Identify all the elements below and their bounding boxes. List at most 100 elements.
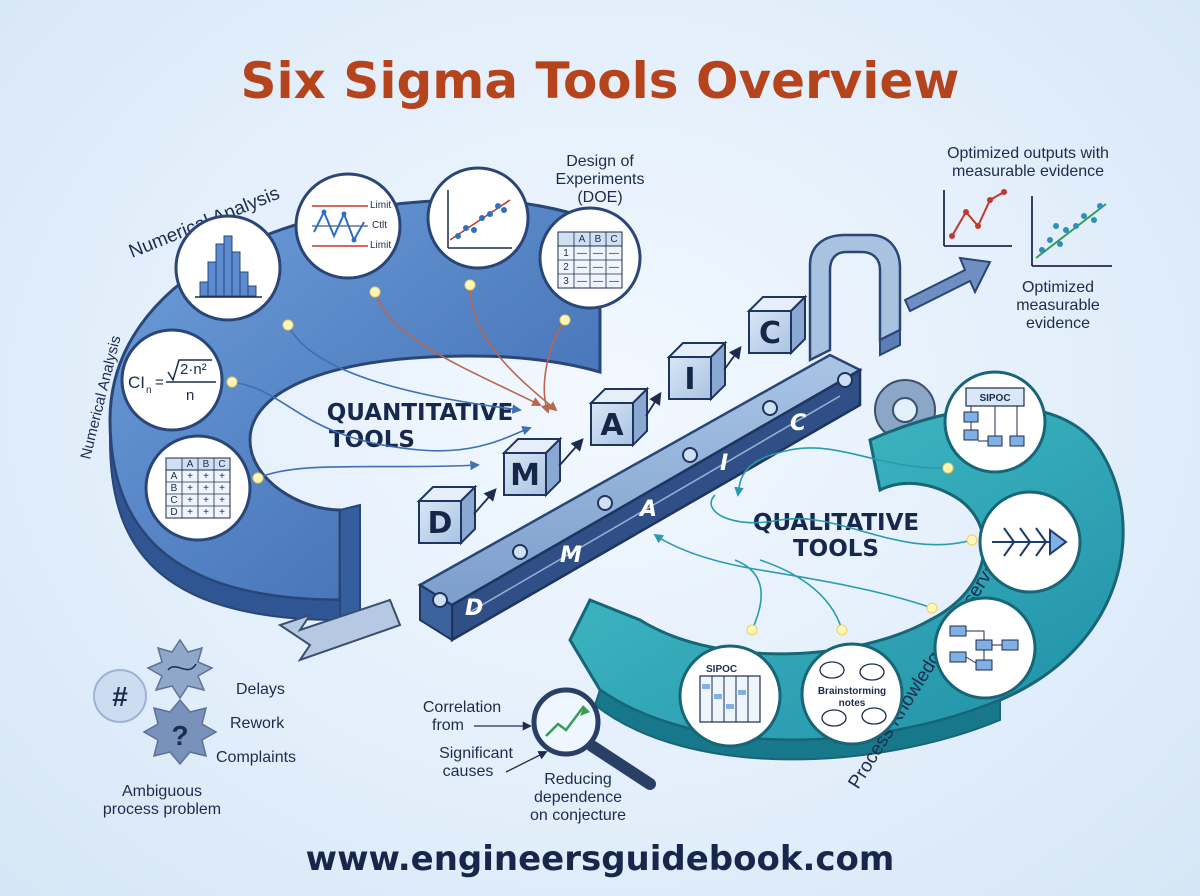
control-chart-tool: Limit Ctlt Limit <box>294 172 402 280</box>
doe-header: A <box>579 234 586 245</box>
problem-complaints: Complaints <box>216 749 296 766</box>
magnifier-left2-line1: Significant <box>439 745 513 762</box>
control-center-line: Ctlt <box>372 220 387 231</box>
problem-label-line2: process problem <box>103 801 221 818</box>
sipoc-top-label: SIPOC <box>979 393 1010 404</box>
cube-3: I <box>666 340 728 402</box>
belt-letter-d: D <box>465 596 483 621</box>
doe-cell: — <box>577 248 587 259</box>
cube-0: D <box>416 484 478 546</box>
doe-header: C <box>610 234 617 245</box>
matrix-header: A <box>187 459 194 470</box>
magnifier-bottom-line2: dependence <box>534 789 622 806</box>
matrix-row-label: D <box>170 507 177 518</box>
burst-icon <box>146 638 214 700</box>
connector-lines <box>231 284 973 631</box>
magnifier-bottom-line3: on conjecture <box>530 807 626 824</box>
matrix-cell: + <box>203 471 209 482</box>
svg-text:=: = <box>155 374 164 391</box>
qualitative-label-line1: QUALITATIVE <box>753 510 919 536</box>
connector-nodes <box>226 279 978 636</box>
belt-arrow-line <box>469 395 841 613</box>
matrix-cell: + <box>203 507 209 518</box>
scatter-icon <box>455 203 507 239</box>
flowchart-tool <box>933 596 1037 700</box>
doe-cell: — <box>577 276 587 287</box>
doe-row-label: 2 <box>563 262 569 273</box>
cube-arrow-0 <box>473 488 497 515</box>
doe-cell: — <box>609 276 619 287</box>
belt-letter-a: A <box>638 497 657 522</box>
matrix-cell: + <box>219 507 225 518</box>
belt-letters: D M A I C <box>465 411 806 621</box>
formula-numerator: 2·n² <box>180 361 207 378</box>
sqrt-icon <box>167 359 212 382</box>
qualitative-label-line2: TOOLS <box>793 536 879 562</box>
cube-arrow-1 <box>558 438 584 467</box>
doe-label-line3: (DOE) <box>577 189 622 206</box>
line-chart-icon <box>943 189 1012 247</box>
cube-letter-0: D <box>428 506 453 541</box>
cube-2: A <box>588 386 650 448</box>
footer-url: www.engineersguidebook.com <box>306 839 895 879</box>
matrix-header: B <box>203 459 210 470</box>
sipoc-bottom-label: SIPOC <box>706 664 737 675</box>
sipoc-top-tool: SIPOC <box>943 370 1047 474</box>
control-chart-icon <box>313 209 365 243</box>
output-top-line2: measurable evidence <box>952 163 1104 180</box>
cube-letter-3: I <box>684 362 695 397</box>
matrix-row-label: C <box>170 495 177 506</box>
speech-bubble-icon <box>819 661 887 727</box>
doe-row-label: 1 <box>563 248 569 259</box>
belt-letter-c: C <box>790 411 806 436</box>
cube-arrow-3 <box>723 345 742 371</box>
cube-letter-1: M <box>510 458 540 493</box>
matrix-cell: + <box>203 483 209 494</box>
dmaic-cubes: D M A I C <box>416 294 808 546</box>
problem-rework: Rework <box>230 715 285 732</box>
output-bottom-line3: evidence <box>1026 315 1090 332</box>
output-bottom-line2: measurable <box>1016 297 1100 314</box>
matrix-cell: + <box>187 495 193 506</box>
matrix-cell: + <box>219 483 225 494</box>
doe-cell: — <box>593 262 603 273</box>
doe-label-line2: Experiments <box>556 171 645 188</box>
matrix-cell: + <box>219 495 225 506</box>
brainstorm-tool: Brainstorming notes <box>800 642 904 746</box>
belt-letter-m: M <box>560 543 582 568</box>
quantitative-label-line2: TOOLS <box>329 427 415 453</box>
question-burst-icon <box>142 698 218 766</box>
output-top-line1: Optimized outputs with <box>947 145 1109 162</box>
matrix-cell: + <box>187 507 193 518</box>
doe-cell: — <box>593 248 603 259</box>
problem-section: # ? Delays Rework Complaints Ambiguous p… <box>93 638 296 818</box>
output-bottom-line1: Optimized <box>1022 279 1094 296</box>
doe-cell: — <box>609 248 619 259</box>
control-lower-limit: Limit <box>370 240 391 251</box>
quantitative-label-line1: QUANTITATIVE <box>327 400 514 426</box>
matrix-row-label: A <box>171 471 178 482</box>
matrix-cell: + <box>187 483 193 494</box>
matrix-cell: + <box>219 471 225 482</box>
magnifier-left-line2: from <box>432 717 464 734</box>
formula-lhs-sub: n <box>146 385 152 396</box>
magnifier-left-line1: Correlation <box>423 699 501 716</box>
fishbone-icon <box>992 527 1068 557</box>
cube-letter-2: A <box>600 408 624 443</box>
outputs-section: Optimized outputs with measurable eviden… <box>943 145 1112 332</box>
matrix-cell: + <box>203 495 209 506</box>
formula-tool: CI n = 2·n² n <box>120 328 224 432</box>
histogram-icon <box>199 235 257 297</box>
doe-cell: — <box>609 262 619 273</box>
doe-header: B <box>595 234 602 245</box>
dmaic-conveyor <box>417 353 863 643</box>
page-title: Six Sigma Tools Overview <box>241 52 960 110</box>
matrix-cell: + <box>187 471 193 482</box>
brainstorm-line2: notes <box>839 698 866 709</box>
magnifier-icon <box>531 687 656 790</box>
problem-label-line1: Ambiguous <box>122 783 202 800</box>
scatter-tool <box>426 166 530 270</box>
